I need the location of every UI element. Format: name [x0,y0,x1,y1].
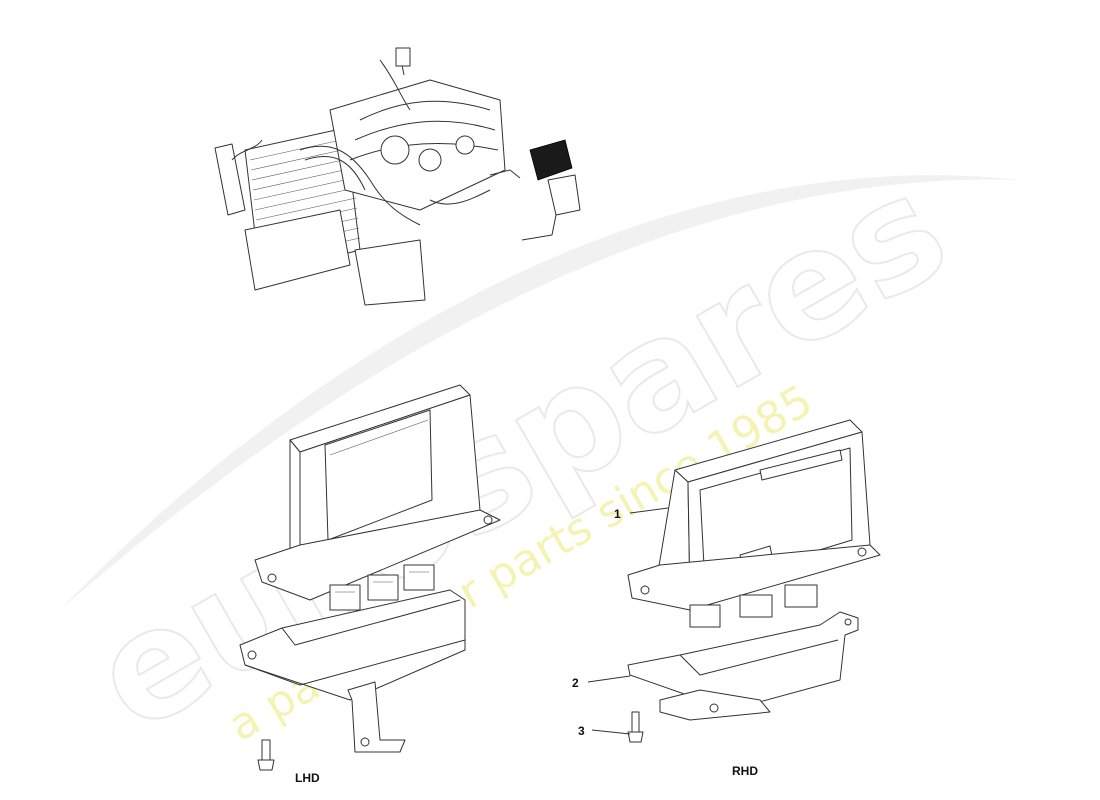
ecu-assembly-rhd [627,419,881,743]
callout-2[interactable]: 2 [572,676,579,690]
section-label-rhd: RHD [732,764,758,778]
callout-1[interactable]: 1 [614,507,621,521]
engine-assembly-illustration [214,47,581,306]
section-label-lhd: LHD [295,771,320,785]
watermark: eurospares a passion for parts since 198… [60,140,1020,767]
ecu-assembly-lhd [239,384,501,771]
callout-3[interactable]: 3 [578,724,585,738]
leader-lines [587,507,669,735]
